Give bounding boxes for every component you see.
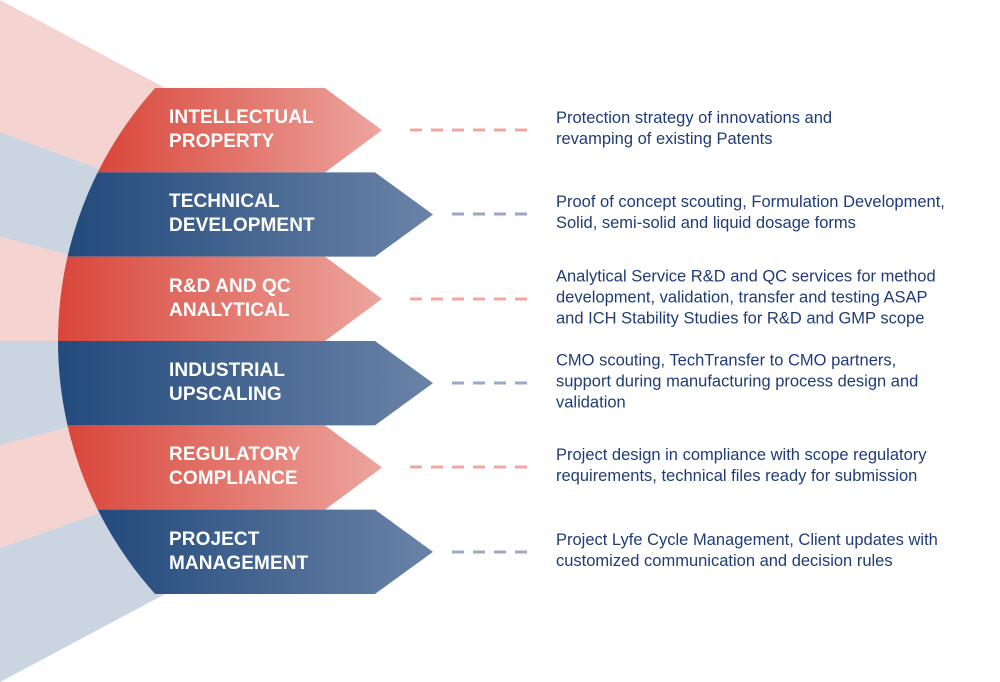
dashed-connector (410, 465, 536, 469)
step-description-line: customized communication and decision ru… (556, 551, 893, 570)
step-description-line: Protection strategy of innovations and (556, 109, 833, 128)
fan-wedge (0, 341, 78, 445)
step-title-line: PROPERTY (169, 131, 275, 153)
step-title-line: COMPLIANCE (169, 468, 298, 490)
step-description-line: Analytical Service R&D and QC services f… (556, 267, 936, 286)
step-arrow (97, 509, 434, 594)
step-arrow (58, 340, 433, 426)
step-description-line: and ICH Stability Studies for R&D and GM… (556, 309, 925, 328)
step-title-line: INTELLECTUAL (169, 107, 314, 129)
step-description-line: revamping of existing Patents (556, 130, 773, 149)
step-description-line: requirements, technical files ready for … (556, 467, 918, 486)
step-description-line: Project design in compliance with scope … (556, 446, 927, 465)
step-description-line: Solid, semi-solid and liquid dosage form… (556, 214, 856, 233)
fan-wedge (0, 237, 78, 341)
step-description: Project Lyfe Cycle Management, Client up… (556, 530, 1000, 572)
step-description-line: validation (556, 393, 626, 412)
dashed-connector (452, 550, 536, 554)
dashed-connector (410, 297, 536, 301)
step-title-line: DEVELOPMENT (169, 215, 315, 237)
dashed-connector (452, 212, 536, 216)
step-title-line: MANAGEMENT (169, 552, 309, 574)
dashed-connector (410, 128, 536, 132)
step-description-line: development, validation, transfer and te… (556, 288, 928, 307)
step-title-line: REGULATORY (169, 444, 301, 466)
step-arrow (97, 88, 382, 173)
step-title-line: PROJECT (169, 528, 260, 550)
dashed-connector (452, 381, 536, 385)
step-description-line: CMO scouting, TechTransfer to CMO partne… (556, 351, 897, 370)
step-arrow (67, 425, 383, 510)
step-description: Proof of concept scouting, Formulation D… (556, 192, 1000, 234)
step-arrow (58, 256, 382, 341)
step-title-line: UPSCALING (169, 384, 282, 406)
step-description-line: support during manufacturing process des… (556, 372, 919, 391)
step-description: CMO scouting, TechTransfer to CMO partne… (556, 351, 1000, 414)
step-description: Project design in compliance with scope … (556, 445, 1000, 487)
step-title-line: R&D AND QC (169, 275, 291, 297)
step-description: Analytical Service R&D and QC services f… (556, 266, 1000, 329)
step-description-line: Proof of concept scouting, Formulation D… (556, 193, 945, 212)
step-description-line: Project Lyfe Cycle Management, Client up… (556, 530, 938, 549)
step-title-line: TECHNICAL (169, 191, 280, 213)
step-arrow (67, 172, 434, 257)
step-title-line: INDUSTRIAL (169, 360, 286, 382)
step-title-line: ANALYTICAL (169, 299, 290, 321)
step-description: Protection strategy of innovations and re… (556, 108, 1000, 150)
